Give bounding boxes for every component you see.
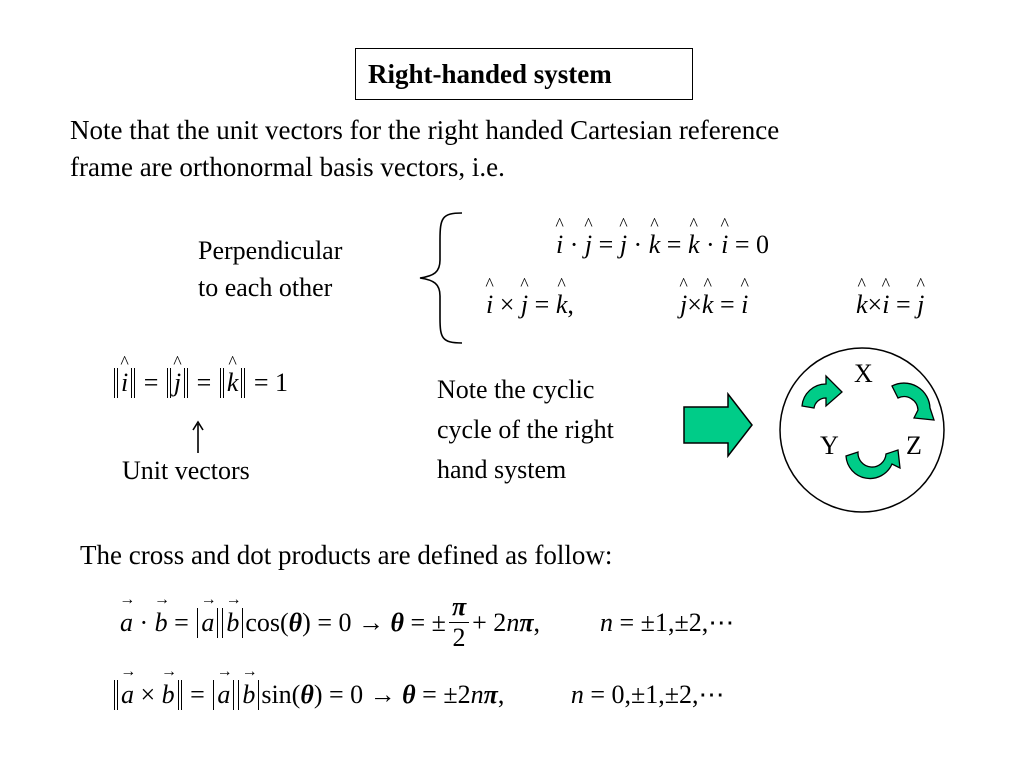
intro-line-1: Note that the unit vectors for the right… [70,115,780,145]
cycle-label-z: Z [906,431,922,460]
cyclic-note: Note the cyclic cycle of the right hand … [437,375,614,484]
cyclic-arrow-icon [845,449,901,480]
cyclic-diagram: X Y Z [779,347,945,513]
intro-paragraph: Note that the unit vectors for the right… [70,112,779,186]
right-arrow-icon [683,392,753,458]
curly-brace [419,212,463,344]
cross-product-ki-equation: k×i = j [856,290,924,320]
cycle-label-y: Y [820,431,839,460]
cycle-label-x: X [854,359,873,388]
cross-product-definition: a × b = absin(θ) = 0 → θ = ±2nπ, n = 0,±… [112,680,725,710]
unit-vectors-label: Unit vectors [122,456,250,485]
perpendicular-label: Perpendicular to each other [198,236,343,302]
dot-product-definition: a · b = abcos(θ) = 0 → θ = ±π2+ 2nπ, n =… [120,592,734,653]
cyclic-arrow-icon [891,382,935,421]
products-intro: The cross and dot products are defined a… [80,540,613,570]
dot-product-orthogonality-equation: i · j = j · k = k · i = 0 [556,230,769,260]
unit-norm-equation: i = j = k = 1 [112,368,288,398]
up-arrow-icon [192,420,204,453]
slide-title: Right-handed system [355,48,693,100]
cyclic-arrow-icon [801,374,843,409]
cross-product-ij-equation: i × j = k, [486,290,574,320]
cross-product-jk-equation: j×k = i [680,290,748,320]
intro-line-2: frame are orthonormal basis vectors, i.e… [70,152,505,182]
